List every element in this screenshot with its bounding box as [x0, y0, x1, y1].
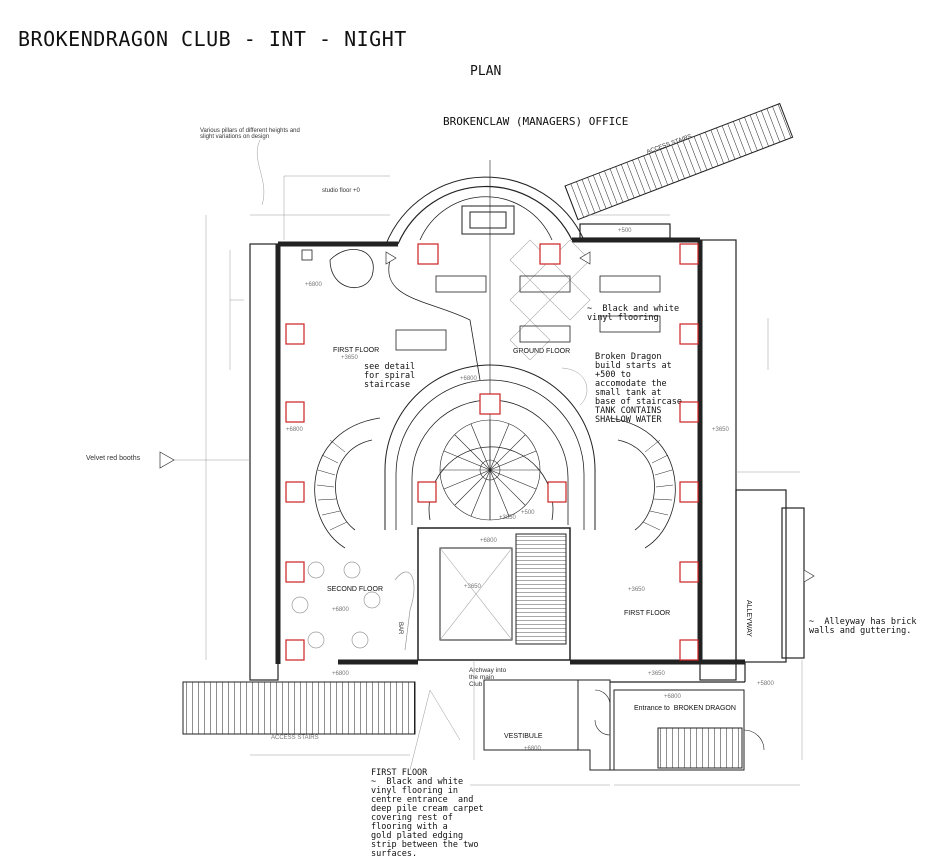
- pillars: [285, 243, 699, 661]
- vestibule: [483, 679, 765, 771]
- level-tag: +6800: [524, 746, 541, 752]
- second-floor-tables: [291, 561, 415, 651]
- level-tag: +3650: [464, 584, 481, 590]
- note-studio-floor: studio floor +0: [322, 188, 360, 194]
- room-second-floor: SECOND FLOOR: [327, 586, 384, 593]
- level-tag: +6800: [286, 427, 303, 433]
- level-tag: +3650: [628, 587, 645, 593]
- curved-stairs-left: [314, 417, 381, 549]
- lounge-seating: [301, 249, 661, 381]
- spiral-staircase: [439, 419, 541, 521]
- note-alley: ~ Alleyway has brick walls and guttering…: [809, 617, 917, 636]
- note-first-floor: FIRST FLOOR ~ Black and white vinyl floo…: [371, 768, 484, 859]
- level-tag: +3650: [712, 427, 729, 433]
- managers-office: [385, 160, 585, 520]
- note-velvet: Velvet red booths: [86, 455, 141, 462]
- room-first-floor-left: FIRST FLOOR: [333, 347, 380, 354]
- drawing-subtitle: PLAN: [470, 64, 502, 79]
- level-tag: +6800: [332, 671, 349, 677]
- access-stairs-bottom: [182, 681, 416, 735]
- note-build: Broken Dragon build starts at +500 to ac…: [595, 352, 682, 425]
- level-tag: +6800: [332, 607, 349, 613]
- level-tag: +3650: [648, 671, 665, 677]
- room-entrance: Entrance to BROKEN DRAGON: [634, 705, 736, 712]
- note-pillars: Various pillars of different heights and…: [200, 128, 300, 140]
- room-vestibule: VESTIBULE: [504, 733, 543, 740]
- level-tag: +3850: [499, 515, 516, 521]
- dimension-lines: [160, 139, 803, 786]
- office-label: BROKENCLAW (MANAGERS) OFFICE: [443, 115, 629, 128]
- level-tag: +500: [521, 510, 535, 516]
- centre-stair-block: [417, 527, 571, 661]
- room-access-stairs-bottom: ACCESS STAIRS: [271, 735, 319, 741]
- access-stairs-top: [564, 102, 794, 221]
- room-ground-floor: GROUND FLOOR: [513, 348, 571, 355]
- level-tag: +6800: [460, 376, 477, 382]
- curved-stairs-right: [609, 417, 676, 549]
- note-archway: Archway into the main Club: [469, 667, 507, 688]
- level-tag: +500: [618, 228, 632, 234]
- level-tag: +6800: [305, 282, 322, 288]
- level-tag: +3650: [341, 355, 358, 361]
- room-first-floor-right: FIRST FLOOR: [624, 610, 671, 617]
- level-tag: +6800: [664, 694, 681, 700]
- note-spiral: see detail for spiral staircase: [364, 362, 416, 390]
- level-tag: +5800: [757, 681, 774, 687]
- level-tag: +6800: [480, 538, 497, 544]
- drawing-title: BROKENDRAGON CLUB - INT - NIGHT: [18, 27, 407, 51]
